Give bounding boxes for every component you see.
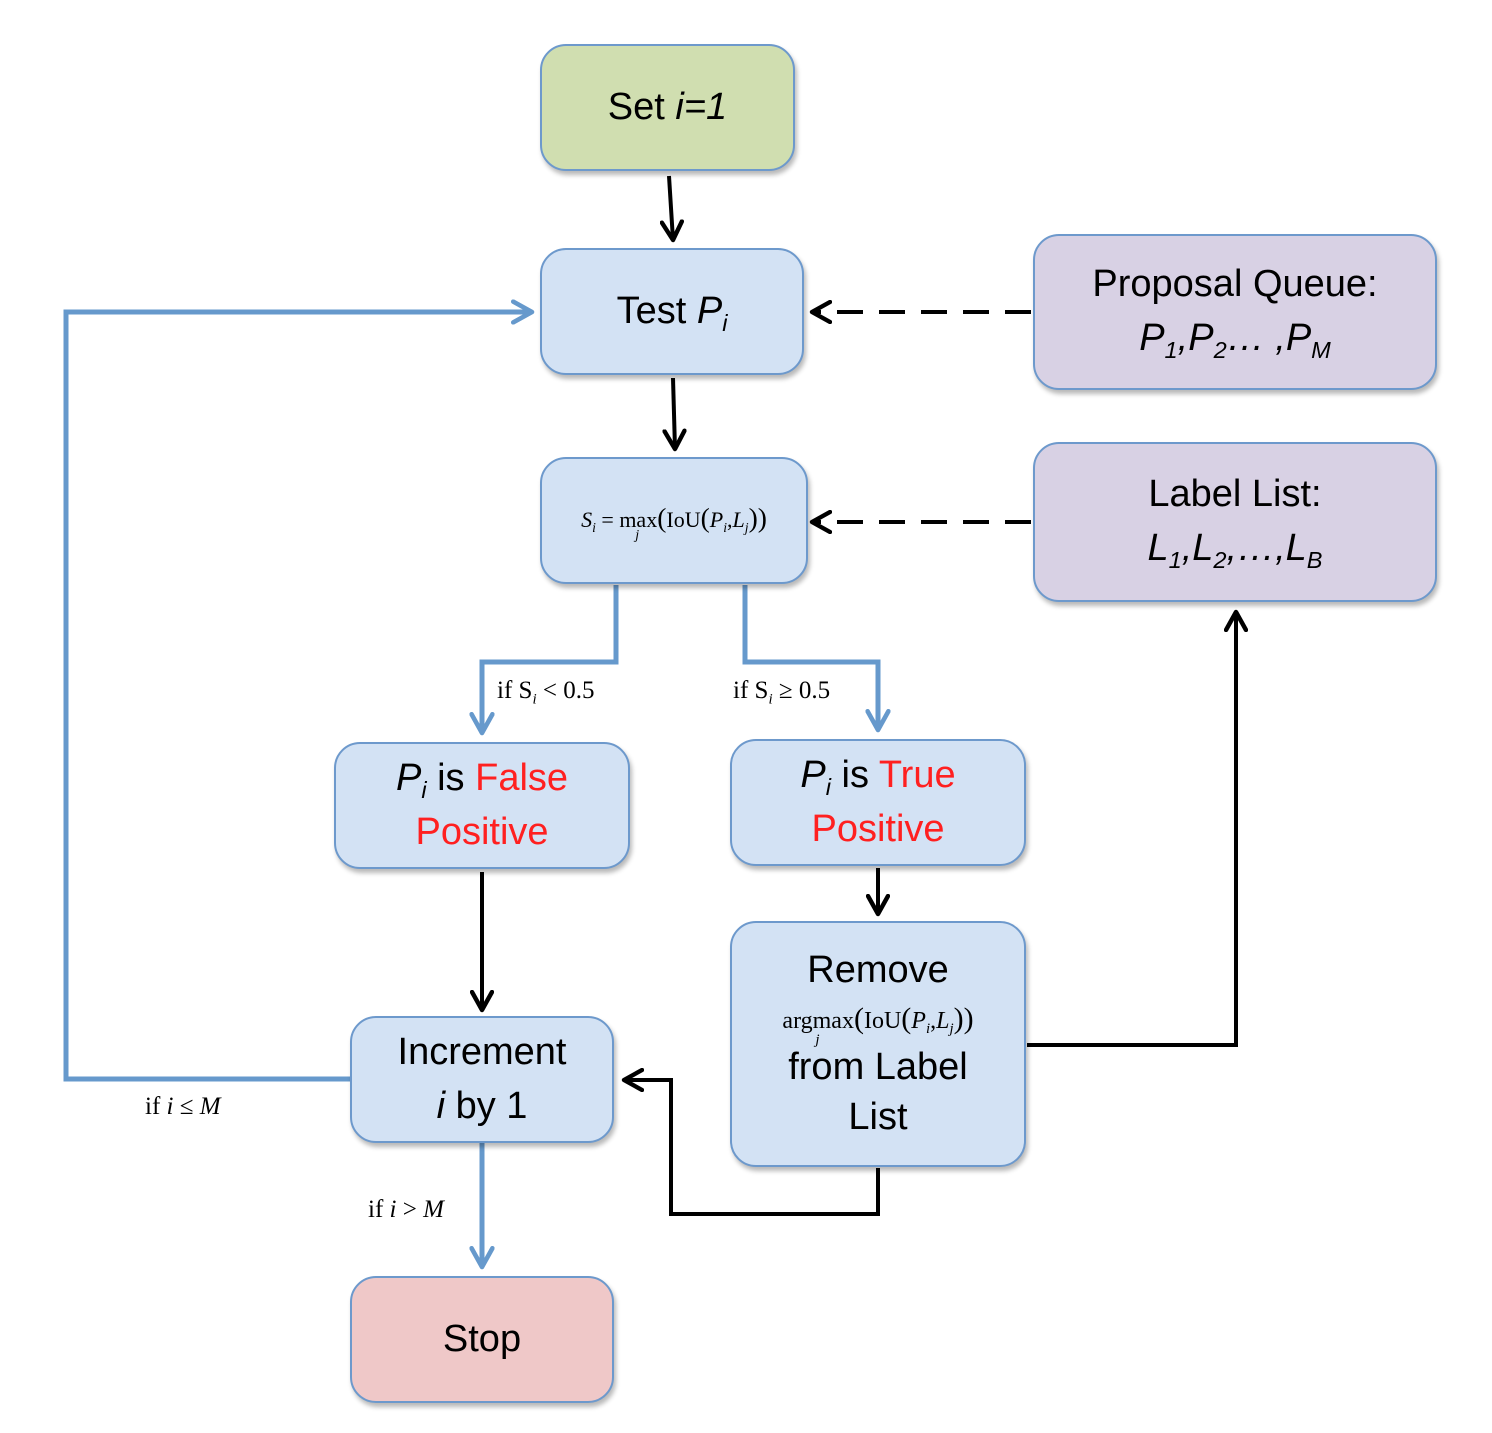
edge-increment-loopback [63, 312, 532, 1082]
proposal-queue-title: Proposal Queue: [1092, 263, 1378, 306]
proposal-queue-node: Proposal Queue: P1,P2… ,PM [1033, 234, 1437, 390]
false-positive-node: Pi is False Positive [334, 742, 630, 869]
edge-remove-to-increment [624, 1080, 880, 1216]
start-node-text: Set i=1 [607, 85, 728, 128]
edge-score-to-true [742, 585, 878, 730]
start-node: Set i=1 [540, 44, 795, 171]
edge-start-to-test [669, 175, 673, 240]
label-false-branch: if Si < 0.5 [497, 677, 595, 708]
label-list-node: Label List: L1,L2,…,LB [1033, 442, 1437, 602]
remove-line3: from Label [788, 1046, 968, 1089]
label-list-items: L1,L2,…,LB [1147, 527, 1323, 574]
label-loop-back: if i ≤ M [145, 1093, 221, 1120]
test-node: Test Pi [540, 248, 804, 375]
edge-remove-to-labellist [1027, 612, 1236, 1047]
edge-test-to-score [673, 377, 675, 449]
increment-line1: Increment [397, 1030, 567, 1073]
proposal-queue-items: P1,P2… ,PM [1139, 317, 1331, 364]
increment-node: Increment i by 1 [350, 1016, 614, 1143]
remove-line4: List [848, 1095, 908, 1138]
stop-node-text: Stop [442, 1317, 522, 1360]
true-positive-line2: Positive [811, 807, 945, 850]
test-node-text: Test Pi [616, 289, 728, 336]
label-terminate: if i > M [368, 1196, 444, 1223]
stop-node: Stop [350, 1276, 614, 1403]
label-true-branch: if Si ≥ 0.5 [733, 677, 831, 708]
false-positive-line2: Positive [415, 810, 549, 853]
increment-line2: i by 1 [436, 1084, 528, 1127]
true-positive-line1: Pi is True [800, 753, 956, 800]
label-list-title: Label List: [1148, 473, 1322, 516]
true-positive-node: Pi is True Positive [730, 739, 1026, 866]
false-positive-line1: Pi is False [395, 756, 569, 803]
edge-score-to-false [482, 585, 619, 733]
remove-line1: Remove [807, 948, 949, 991]
